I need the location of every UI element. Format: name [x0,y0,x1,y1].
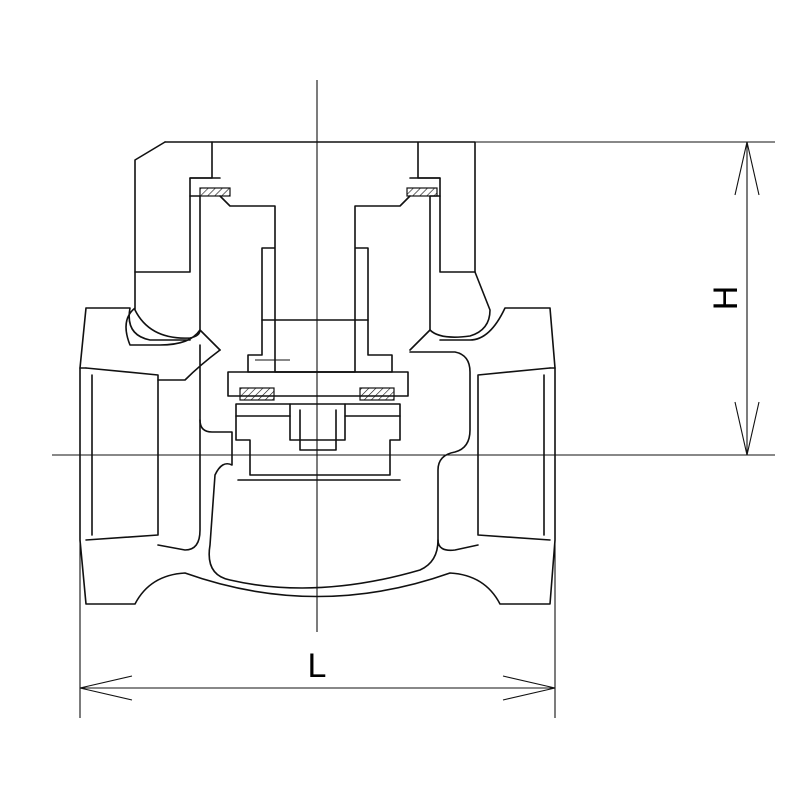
body-cavity [157,344,479,589]
inner-right-wall [437,539,479,552]
l-arrow-right [502,675,556,701]
hinge-arm-right [354,195,411,321]
l-arrow-left [79,675,133,701]
dimension-l: L [79,540,556,718]
l-label: L [308,647,327,685]
body-outline [79,271,556,605]
hinge-lever [247,319,393,373]
disc-assembly [227,371,409,481]
h-arrow-top [734,141,760,196]
gasket-right [406,187,438,197]
hinge-arm-left [219,195,276,321]
hinge-assembly [219,195,411,373]
cavity-outline [157,344,471,589]
disc-gasket-right [359,387,395,401]
hinge-block [274,319,356,373]
left-port [85,367,159,541]
valve-body [79,271,556,605]
bonnet-neck-right [409,195,441,351]
centerlines [52,80,775,632]
h-arrow-bottom [734,401,760,456]
disc-gasket-left [239,387,275,401]
right-port [477,367,551,541]
disc-plate [227,371,409,397]
bonnet [134,141,476,351]
inner-seat-wall [157,419,201,551]
dimension-h: H [475,141,775,456]
disc-nut [289,403,346,451]
h-label: H [707,286,745,311]
gasket-left [199,187,231,197]
bonnet-neck-left [189,195,221,351]
